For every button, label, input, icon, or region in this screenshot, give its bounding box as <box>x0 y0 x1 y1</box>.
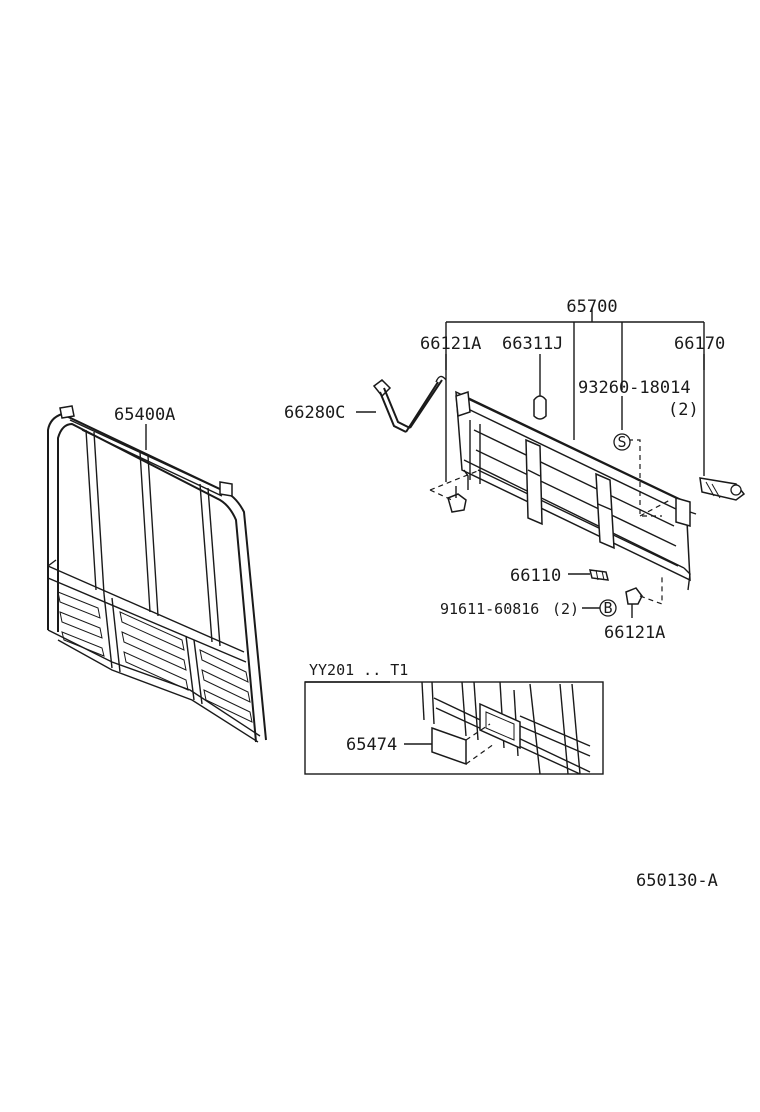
cable-66311j <box>533 354 547 420</box>
label-66280c: 66280C <box>284 403 345 423</box>
label-91611: 91611-60816 <box>440 600 539 618</box>
b-marker: B <box>599 599 617 617</box>
tail-gate <box>455 390 697 591</box>
bolt-66121a-bottom <box>582 574 663 618</box>
inset-title: YY201 .. T1 <box>309 661 408 679</box>
label-66170: 66170 <box>674 334 725 354</box>
label-66121a-top: 66121A <box>420 334 481 354</box>
pin-66110 <box>568 569 609 581</box>
label-66110: 66110 <box>510 566 561 586</box>
label-65700: 65700 <box>566 297 617 317</box>
label-93260-qty: (2) <box>668 400 699 420</box>
screw-93260 <box>628 439 671 517</box>
b-marker-label: B <box>603 599 612 617</box>
label-65400a: 65400A <box>114 405 175 425</box>
s-marker: S <box>613 433 631 451</box>
label-66121a-bottom: 66121A <box>604 623 665 643</box>
label-93260: 93260-18014 <box>578 378 691 398</box>
diagram-code: 650130-A <box>636 871 718 891</box>
label-91611-qty: (2) <box>552 600 579 618</box>
label-66311j: 66311J <box>502 334 563 354</box>
s-marker-label: S <box>617 433 626 451</box>
callout-65700 <box>445 308 705 482</box>
cab-guard-frame <box>47 405 267 743</box>
inset-box <box>304 681 604 775</box>
bolt-66121a-top <box>429 469 481 513</box>
label-65474: 65474 <box>346 735 397 755</box>
cable-66280c <box>372 375 447 433</box>
latch-66170 <box>699 477 746 501</box>
